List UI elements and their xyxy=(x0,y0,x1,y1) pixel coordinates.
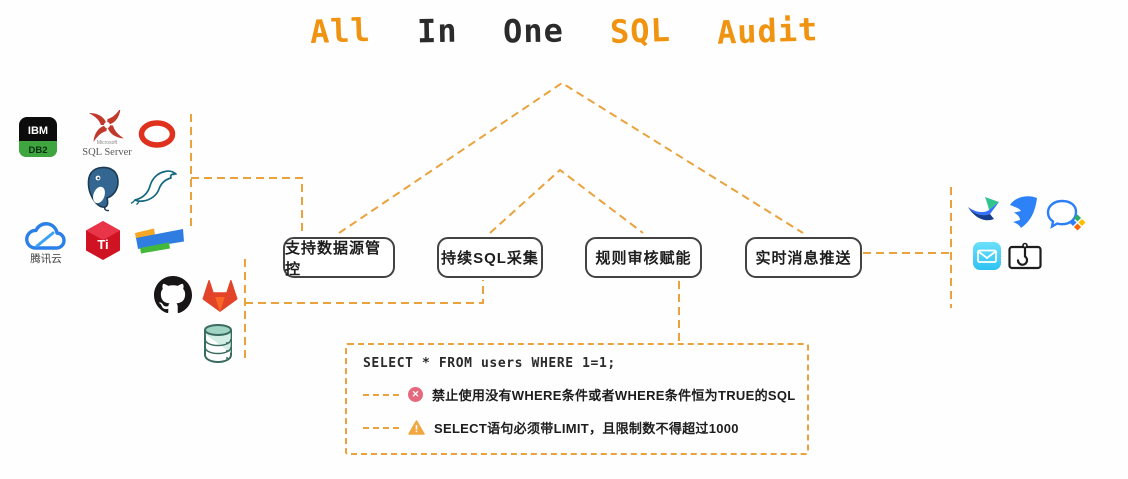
gitlab-logo xyxy=(200,277,240,315)
page-title: All In One SQL Audit xyxy=(0,10,1128,52)
tencent-cloud-label: 腾讯云 xyxy=(30,252,62,264)
connector-left-branch xyxy=(191,177,303,234)
mail-icon xyxy=(972,241,1002,271)
title-word: One xyxy=(502,11,565,51)
title-word: Audit xyxy=(716,10,819,52)
connector-inner-peak xyxy=(489,168,644,234)
microsoft-label: Microsoft xyxy=(97,140,118,146)
tidb-label: Ti xyxy=(97,237,108,252)
database-cylinder-icon xyxy=(197,322,239,364)
feature-node-rule-audit: 规则审核赋能 xyxy=(585,237,702,278)
rule-dash-connector xyxy=(363,426,399,429)
microsoft-sql-server-logo: Microsoft SQL Server xyxy=(78,110,136,160)
tencent-cloud-logo: 腾讯云 xyxy=(22,220,70,264)
title-word: In xyxy=(416,11,458,51)
sql-server-label: SQL Server xyxy=(82,147,132,158)
postgresql-logo xyxy=(85,166,123,212)
feature-node-datasource-management: 支持数据源管控 xyxy=(283,237,395,278)
ibm-db2-logo: IBM DB2 xyxy=(18,116,58,160)
rule-row-error: ✕ 禁止使用没有WHERE条件或者WHERE条件恒为TRUE的SQL xyxy=(363,385,797,404)
wechat-work-logo xyxy=(1046,199,1086,231)
tidb-logo: Ti xyxy=(84,220,122,262)
feishu-logo xyxy=(966,196,1000,228)
sql-query-text: SELECT * FROM users WHERE 1=1; xyxy=(363,356,616,371)
rule-dash-connector xyxy=(363,393,399,396)
rule-row-warning: SELECT语句必须带LIMIT，且限制数不得超过1000 xyxy=(363,418,797,437)
connector-git-branch xyxy=(245,280,484,304)
title-word: SQL xyxy=(609,10,672,52)
feature-node-sql-collection: 持续SQL采集 xyxy=(437,237,543,278)
dingtalk-logo xyxy=(1008,195,1040,229)
oracle-logo xyxy=(138,119,176,151)
ibm-label: IBM xyxy=(28,125,48,137)
sql-audit-panel: SELECT * FROM users WHERE 1=1; ✕ 禁止使用没有W… xyxy=(345,343,809,455)
rule-text: SELECT语句必须带LIMIT，且限制数不得超过1000 xyxy=(434,421,739,436)
forbidden-circle-x-icon: ✕ xyxy=(408,387,423,402)
mysql-logo xyxy=(130,164,188,206)
connector-main-peak xyxy=(338,81,804,234)
db2-label: DB2 xyxy=(28,145,47,156)
opengauss-logo xyxy=(132,226,186,254)
warning-triangle-icon xyxy=(408,420,425,435)
rule-text: 禁止使用没有WHERE条件或者WHERE条件恒为TRUE的SQL xyxy=(432,388,796,403)
webhook-icon xyxy=(1008,242,1042,270)
title-word: All xyxy=(309,10,372,52)
github-logo xyxy=(154,276,192,314)
feature-node-message-push: 实时消息推送 xyxy=(745,237,862,278)
